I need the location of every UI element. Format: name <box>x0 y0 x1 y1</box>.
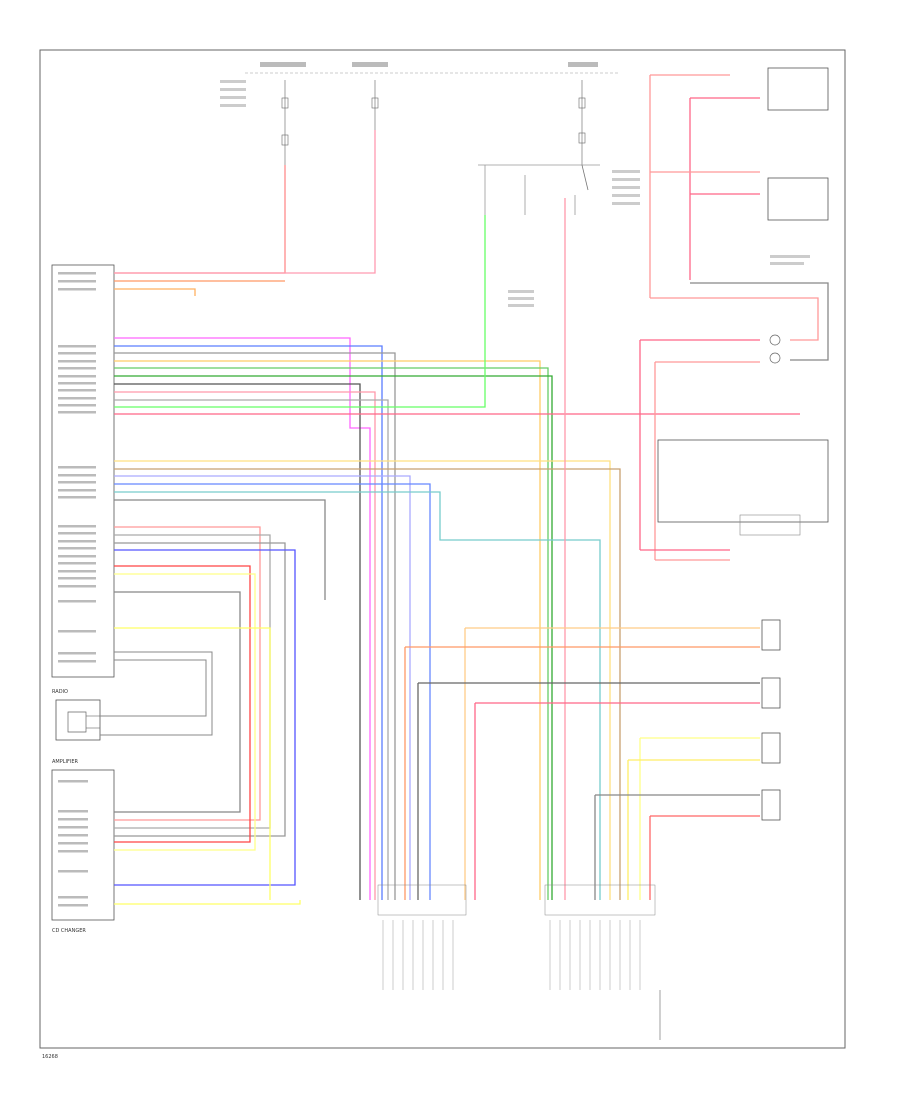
switch-region <box>478 164 640 307</box>
amplifier-box: AMPLIFIER CD CHANGER <box>51 759 115 934</box>
footer-code: 16268 <box>42 1054 58 1060</box>
fuse-group <box>281 80 586 165</box>
radio-module: RADIO <box>52 689 101 741</box>
right-speakers <box>657 67 829 536</box>
bottom-connector-left <box>377 884 467 990</box>
diagram-border <box>39 49 846 1049</box>
bottom-connector-right <box>544 884 661 1040</box>
lower-right-speakers <box>404 619 781 900</box>
radio-connector-box <box>51 264 115 678</box>
amplifier-label: AMPLIFIER <box>52 759 79 765</box>
wires-radio <box>100 130 800 905</box>
power-bus <box>220 62 620 107</box>
radio-pin-labels <box>58 272 96 663</box>
radio-label: RADIO <box>52 689 68 695</box>
cd-changer-label: CD CHANGER <box>52 928 86 934</box>
wires-right <box>564 74 829 900</box>
